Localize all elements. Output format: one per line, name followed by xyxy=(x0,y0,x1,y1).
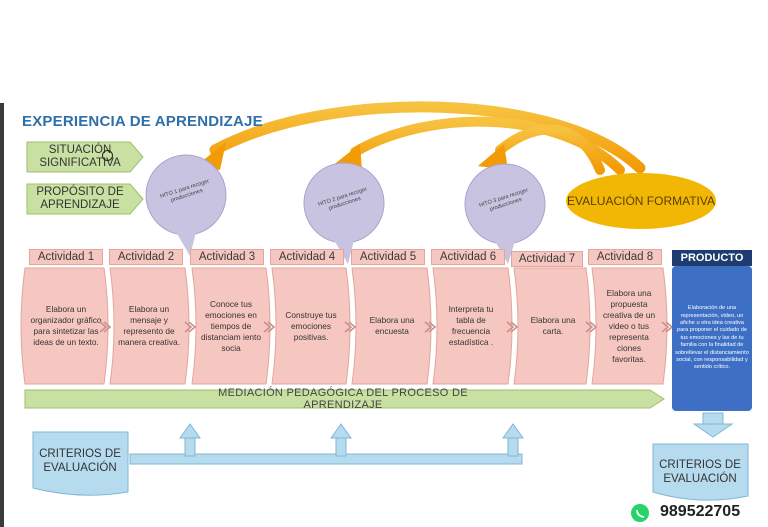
activity-card-shape-4 xyxy=(271,267,351,385)
producto-description: Elaboración de una representación, video… xyxy=(672,266,752,411)
chevron-right-icon xyxy=(184,321,197,333)
chevron-right-icon xyxy=(99,321,112,333)
cursor-ring xyxy=(102,150,113,161)
mediacion-arrow-shape xyxy=(24,389,665,409)
activity-label-4: Actividad 4 xyxy=(270,249,344,265)
criterios-connectors xyxy=(129,423,524,465)
activity-card-3: Conoce tus emociones en tiempos de dista… xyxy=(201,298,261,353)
activity-card-shape-8 xyxy=(591,267,668,385)
activity-card-shape-2 xyxy=(109,267,190,385)
proposito-tag-shape xyxy=(26,183,144,215)
hito-bubble-2-shape xyxy=(303,162,385,264)
hito-bubble-3-shape xyxy=(464,163,546,264)
activity-label-5: Actividad 5 xyxy=(351,249,425,265)
activity-card-shape-7 xyxy=(513,267,591,385)
mediacion-label: MEDIACIÓN PEDAGÓGICA DEL PROCESO DE APRE… xyxy=(218,387,468,411)
activity-card-4: Construye tus emociones positivas. xyxy=(285,309,337,342)
activity-label-8: Actividad 8 xyxy=(588,249,662,265)
criterios-left-shape xyxy=(32,431,129,496)
producto-title: PRODUCTO xyxy=(672,250,752,266)
chevron-right-icon xyxy=(263,321,276,333)
activity-card-2: Elabora un mensaje y represento de maner… xyxy=(118,304,180,347)
activity-label-3: Actividad 3 xyxy=(190,249,264,265)
evaluacion-formativa: EVALUACIÓN FORMATIVA xyxy=(566,173,716,229)
activity-card-7: Elabora una carta. xyxy=(530,315,576,336)
activity-label-6: Actividad 6 xyxy=(431,249,505,265)
activity-label-2: Actividad 2 xyxy=(109,249,183,265)
chevron-right-icon xyxy=(344,321,357,333)
activity-card-shape-3 xyxy=(191,267,271,385)
activity-label-1: Actividad 1 xyxy=(29,249,103,265)
activity-card-shape-1 xyxy=(20,267,109,385)
feedback-arrows xyxy=(209,101,646,175)
chevron-right-icon xyxy=(424,321,437,333)
activity-card-1: Elabora un organizador gráfico para sint… xyxy=(30,304,102,347)
criterios-right: CRITERIOS DE EVALUACIÓN xyxy=(659,459,741,485)
activity-card-shape-6 xyxy=(432,267,513,385)
activity-card-8: Elabora una propuesta creativa de un vid… xyxy=(602,287,656,364)
left-edge-bar xyxy=(0,103,4,527)
chevron-right-icon xyxy=(585,321,598,333)
situacion-tag-shape xyxy=(26,141,144,173)
activity-cards xyxy=(20,267,668,385)
chevron-right-icon xyxy=(506,321,519,333)
whatsapp-icon xyxy=(631,504,649,522)
proposito-aprendizaje-label: PROPÓSITO DE APRENDIZAJE xyxy=(36,186,124,211)
criterios-right-shape xyxy=(652,443,749,501)
page-title: EXPERIENCIA DE APRENDIZAJE xyxy=(22,113,263,130)
chevron-right-icon xyxy=(661,321,674,333)
feedback-arrow-3 xyxy=(495,124,605,175)
hito-bubble-1-shape xyxy=(145,154,227,256)
activity-card-5: Elabora una encuesta xyxy=(369,315,415,336)
phone-number: 989522705 xyxy=(660,503,741,520)
feedback-arrow-1 xyxy=(209,101,646,174)
activity-label-7: Actividad 7 xyxy=(511,251,583,267)
activity-card-shape-5 xyxy=(351,267,432,385)
situacion-significativa-label: SITUACIÓN SIGNIFICATIVA xyxy=(39,144,121,169)
criterios-left: CRITERIOS DE EVALUACIÓN xyxy=(39,448,121,474)
producto-down-arrow xyxy=(692,412,734,438)
activity-card-6: Interpreta tu tabla de frecuencia estadí… xyxy=(448,304,494,347)
arrowhead-3 xyxy=(478,144,508,170)
